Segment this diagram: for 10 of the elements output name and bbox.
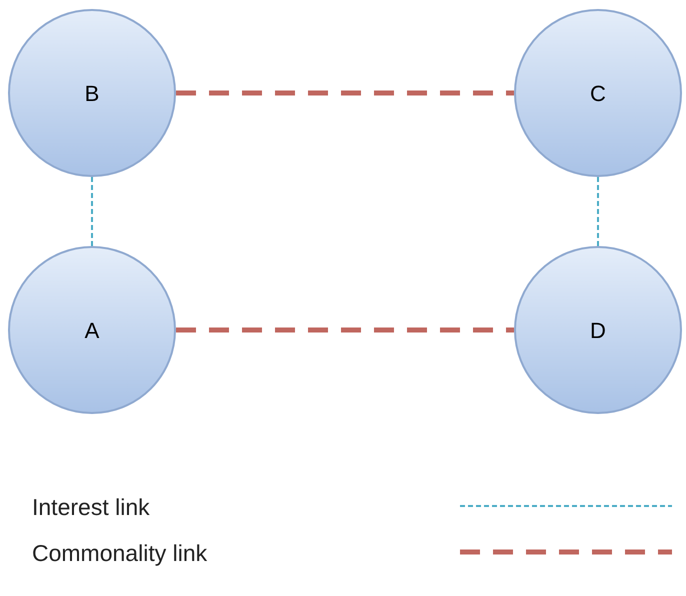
dashed-link: [597, 177, 599, 246]
dashed-link: [176, 90, 514, 96]
dashed-link: [91, 177, 93, 246]
node-label: C: [590, 80, 606, 108]
node-label: A: [84, 316, 100, 344]
dashed-link: [176, 328, 514, 332]
node-label: B: [84, 80, 100, 108]
legend-label: Interest link: [32, 493, 150, 522]
legend-label: Commonality link: [32, 539, 208, 568]
node-label: D: [590, 316, 606, 344]
